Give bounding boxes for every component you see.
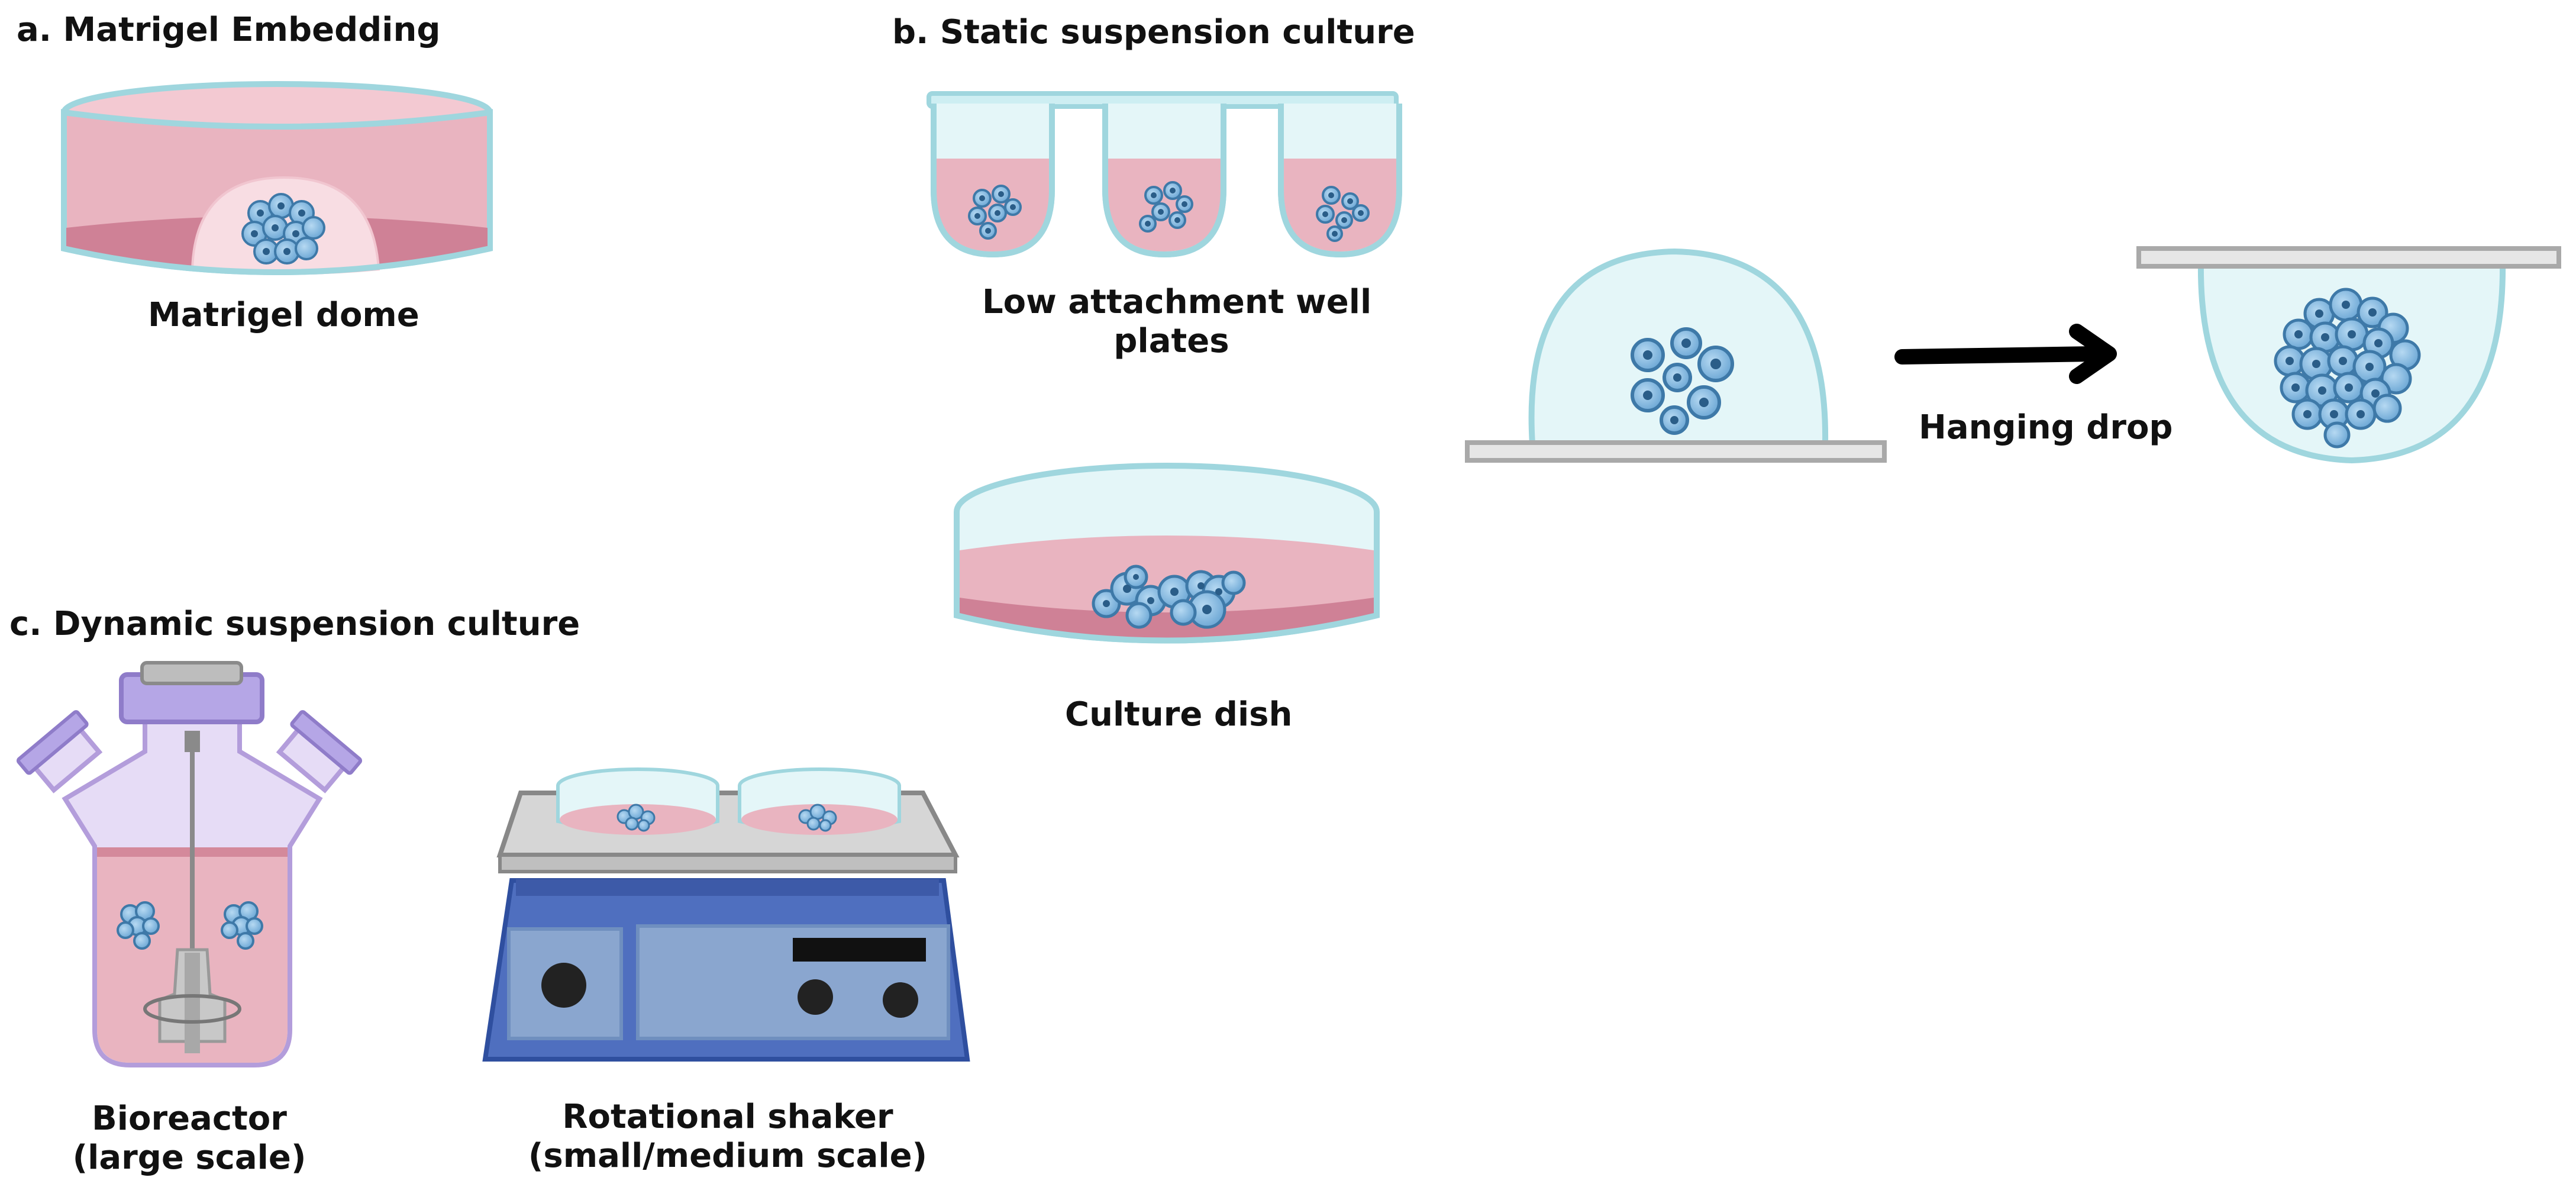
culture-dish <box>954 463 1380 644</box>
shaker-caption: Rotational shaker (small/medium scale) <box>521 1098 935 1176</box>
panel-a-heading: a. Matrigel Embedding <box>17 11 441 49</box>
panel-b-heading: b. Static suspension culture <box>892 13 1415 51</box>
shaker-display <box>793 938 926 962</box>
glass-slide <box>1465 440 1887 463</box>
panel-c-heading: c. Dynamic suspension culture <box>9 605 580 643</box>
well-plates <box>927 91 1402 258</box>
bioreactor <box>16 661 363 1067</box>
well-plates-caption-line2: plates <box>1113 322 1229 360</box>
well-plates-caption: Low attachment well plates <box>982 283 1372 361</box>
shaker-knob <box>883 982 918 1018</box>
bioreactor-caption: Bioreactor (large scale) <box>53 1099 325 1178</box>
well-plates-caption-line1: Low attachment well <box>982 283 1372 321</box>
bioreactor-caption-line2: (large scale) <box>72 1138 306 1177</box>
arrow-right-icon <box>1894 324 2117 384</box>
matrigel-dome-caption: Matrigel dome <box>148 296 419 334</box>
hanging-drop-initial <box>1465 248 1887 463</box>
culture-dish-caption: Culture dish <box>1065 695 1293 734</box>
shaker-caption-line2: (small/medium scale) <box>528 1137 928 1175</box>
matrigel-dish <box>61 81 493 275</box>
rotational-shaker <box>482 767 970 1062</box>
hanging-drop-spheroid <box>2136 246 2561 464</box>
organoid-cluster <box>241 193 325 265</box>
shaker-caption-line1: Rotational shaker <box>562 1098 893 1136</box>
bioreactor-caption-line1: Bioreactor <box>92 1099 287 1138</box>
glass-slide-inverted <box>2136 246 2561 269</box>
shaker-knob <box>798 979 833 1015</box>
hanging-drop-caption: Hanging drop <box>1919 408 2173 447</box>
